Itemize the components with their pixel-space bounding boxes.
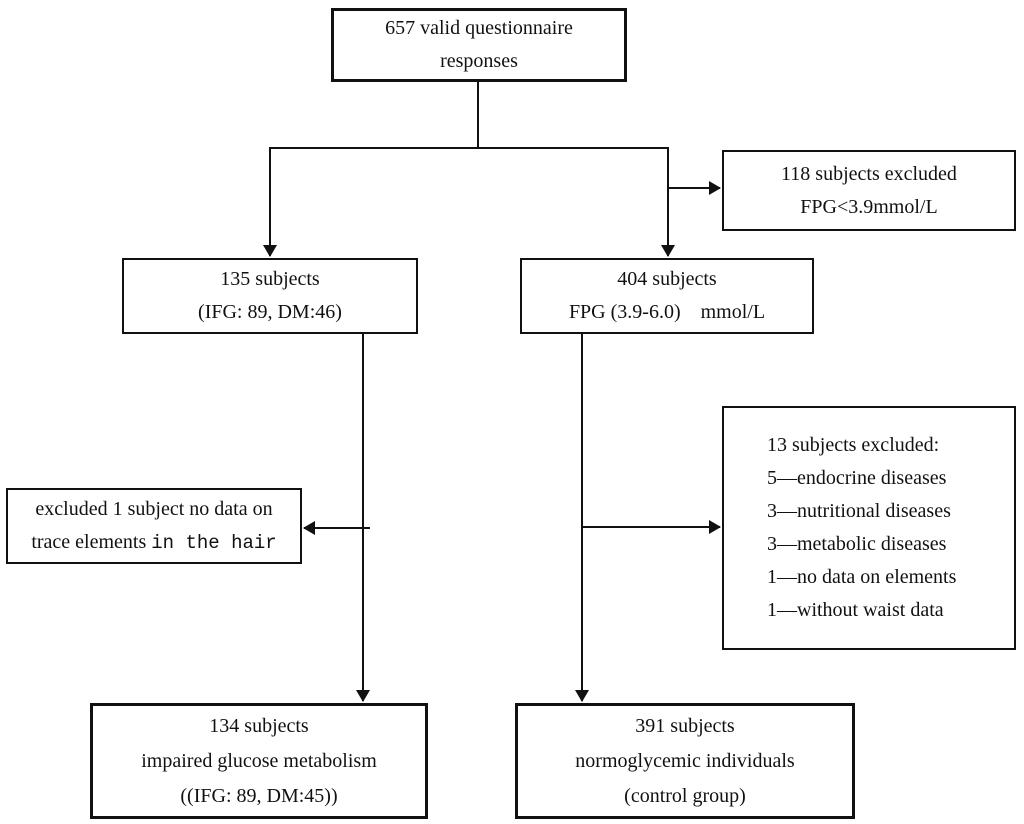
box-391-control: 391 subjects normoglycemic individuals (… (515, 703, 855, 819)
box-excluded-13-item-nutritional: 3—nutritional diseases (767, 500, 951, 522)
box-excluded-13-item-endocrine: 5—endocrine diseases (767, 467, 947, 489)
box-excluded-13-item-no-elements: 1—no data on elements (767, 566, 957, 588)
box-total-responses: 657 valid questionnaire responses (331, 8, 627, 82)
box-134-impaired: 134 subjects impaired glucose metabolism… (90, 703, 428, 819)
box-total-line1: 657 valid questionnaire (385, 17, 573, 39)
box-391-line1: 391 subjects (635, 714, 735, 737)
box-excluded-13-item-no-waist: 1—without waist data (767, 599, 944, 621)
box-excluded-118: 118 subjects excluded FPG<3.9mmol/L (722, 150, 1016, 231)
box-total-line2: responses (440, 50, 518, 72)
box-135-line1: 135 subjects (220, 268, 320, 290)
box-excluded-hair-line2: trace elements in the hair (31, 526, 276, 560)
box-excluded-13-header: 13 subjects excluded: (767, 434, 940, 456)
box-135-subjects: 135 subjects (IFG: 89, DM:46) (122, 258, 418, 334)
box-391-line3: (control group) (624, 784, 746, 807)
box-excluded-hair-line1: excluded 1 subject no data on (35, 497, 273, 520)
box-excluded-hair-line2-mono: in the hair (151, 531, 277, 554)
box-excluded-hair-data: excluded 1 subject no data on trace elem… (6, 488, 302, 564)
box-134-line2: impaired glucose metabolism (141, 749, 377, 772)
box-404-subjects: 404 subjects FPG (3.9-6.0) mmol/L (520, 258, 814, 334)
box-excluded-118-line1: 118 subjects excluded (781, 162, 957, 185)
box-excluded-13: 13 subjects excluded: 5—endocrine diseas… (722, 406, 1016, 650)
box-excluded-13-item-metabolic: 3—metabolic diseases (767, 533, 947, 555)
box-134-line3: ((IFG: 89, DM:45)) (180, 784, 338, 807)
box-404-line2: FPG (3.9-6.0) mmol/L (568, 301, 766, 323)
box-excluded-118-line2: FPG<3.9mmol/L (800, 195, 938, 218)
box-391-line2: normoglycemic individuals (575, 749, 795, 772)
box-134-line1: 134 subjects (209, 714, 309, 737)
box-404-line1: 404 subjects (617, 268, 717, 290)
box-135-line2: (IFG: 89, DM:46) (198, 301, 342, 323)
box-excluded-hair-line2-serif: trace elements (31, 530, 152, 553)
